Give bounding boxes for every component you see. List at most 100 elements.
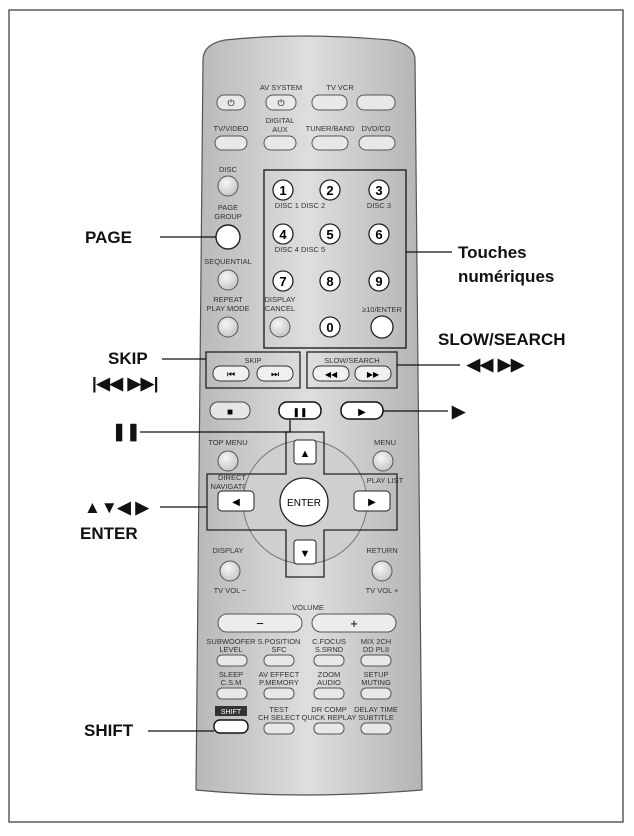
av-system-label: AV SYSTEM — [260, 83, 302, 92]
s-srnd-label: S.SRND — [315, 645, 344, 654]
muting-label: MUTING — [361, 678, 391, 687]
setup-label: SETUP — [363, 670, 388, 679]
dr-comp-label: DR COMP — [311, 705, 346, 714]
zoom-button[interactable] — [313, 687, 345, 700]
tv-power-button[interactable] — [311, 94, 348, 111]
display-cancel-button[interactable] — [269, 316, 291, 338]
digital-aux-button[interactable] — [263, 135, 297, 151]
disc-label: DISC — [219, 165, 238, 174]
callouts-group: PAGE Touches numériques SKIP |◀◀ ▶▶| SLO… — [80, 228, 566, 740]
power-icon: ⏻ — [227, 98, 234, 108]
shift-tag-text: SHIFT — [221, 709, 242, 716]
quick-replay-label: QUICK REPLAY — [302, 713, 357, 722]
power-button[interactable] — [216, 94, 246, 111]
num-7-text: 7 — [279, 274, 286, 289]
callout-enter-label: ENTER — [80, 524, 138, 543]
callout-arrows-label: ▲▼◀ ▶ — [84, 498, 149, 517]
enter10-button[interactable] — [370, 315, 394, 339]
disc4-disc5-label: DISC 4 DISC 5 — [275, 245, 325, 254]
setup-button[interactable] — [360, 687, 392, 700]
skip-label: SKIP — [244, 356, 261, 365]
display-button[interactable] — [219, 560, 241, 582]
fast-forward-icon: ▶▶ — [367, 370, 380, 379]
pause-button[interactable] — [278, 401, 322, 420]
shift-tag — [215, 706, 247, 716]
num-4-button[interactable] — [272, 223, 294, 245]
s-position-button[interactable] — [263, 654, 295, 667]
aux-label: AUX — [272, 125, 287, 134]
audio-label: AUDIO — [317, 678, 341, 687]
num-5-button[interactable] — [319, 223, 341, 245]
num-2-button[interactable] — [319, 179, 341, 201]
num-8-button[interactable] — [319, 270, 341, 292]
disc-button[interactable] — [217, 175, 239, 197]
subtitle-label: SUBTITLE — [358, 713, 394, 722]
volume-down-button[interactable] — [217, 613, 303, 633]
shift-button[interactable] — [213, 719, 249, 734]
volume-minus-text: − — [256, 616, 264, 631]
c-focus-button[interactable] — [313, 654, 345, 667]
callout-play-label: ▶ — [451, 402, 466, 421]
c-focus-label: C.FOCUS — [312, 637, 346, 646]
repeat-button[interactable] — [217, 316, 239, 338]
rewind-button[interactable] — [312, 365, 350, 382]
stop-icon: ■ — [227, 407, 233, 418]
num-6-button[interactable] — [368, 223, 390, 245]
right-button[interactable] — [353, 490, 391, 512]
av-effect-button[interactable] — [263, 687, 295, 700]
menu-button[interactable] — [372, 450, 394, 472]
sequential-button[interactable] — [217, 269, 239, 291]
navigation-group: TOP MENU DIRECT NAVIGATOR MENU PLAY LIST… — [206, 431, 404, 595]
delay-time-button[interactable] — [360, 722, 392, 735]
up-button[interactable] — [293, 439, 317, 465]
vcr-button[interactable] — [356, 94, 396, 111]
num-1-button[interactable] — [272, 179, 294, 201]
tuner-band-button[interactable] — [311, 135, 349, 151]
callout-page-label: PAGE — [85, 228, 132, 247]
return-button[interactable] — [371, 560, 393, 582]
direct-label: DIRECT — [218, 473, 246, 482]
skip-prev-button[interactable] — [212, 365, 250, 382]
tv-video-label: TV/VIDEO — [213, 124, 248, 133]
stop-button[interactable] — [209, 401, 251, 420]
display-label-2: DISPLAY — [212, 546, 243, 555]
subwoofer-button[interactable] — [216, 654, 248, 667]
play-icon: ▶ — [358, 407, 366, 418]
num-5-text: 5 — [326, 227, 333, 242]
mix-2ch-button[interactable] — [360, 654, 392, 667]
return-label: RETURN — [366, 546, 397, 555]
down-button[interactable] — [293, 539, 317, 565]
fast-forward-button[interactable] — [354, 365, 392, 382]
dr-comp-button[interactable] — [313, 722, 345, 735]
num-3-button[interactable] — [368, 179, 390, 201]
skip-next-button[interactable] — [256, 365, 294, 382]
num-0-button[interactable] — [319, 316, 341, 338]
tv-video-button[interactable] — [214, 135, 248, 151]
dvd-cd-button[interactable] — [358, 135, 396, 151]
transport-group: SKIP ⏮ ⏭ SLOW/SEARCH ◀◀ ▶▶ ■ ❚❚ ▶ — [205, 351, 398, 420]
left-icon: ◀ — [232, 497, 240, 508]
num-9-button[interactable] — [368, 270, 390, 292]
subwoofer-label: SUBWOOFER — [206, 637, 256, 646]
test-button[interactable] — [263, 722, 295, 735]
volume-up-button[interactable] — [311, 613, 397, 633]
num-1-text: 1 — [279, 183, 286, 198]
av-system-power-button[interactable] — [265, 94, 297, 111]
page-group-button[interactable] — [215, 224, 241, 250]
left-button[interactable] — [217, 490, 255, 512]
volume-group: VOLUME − + — [217, 603, 397, 633]
test-label: TEST — [269, 705, 289, 714]
sequential-label: SEQUENTIAL — [204, 257, 252, 266]
sleep-button[interactable] — [216, 687, 248, 700]
menu-label: MENU — [374, 438, 396, 447]
skip-next-icon: ⏭ — [271, 369, 279, 379]
top-menu-button[interactable] — [217, 450, 239, 472]
num-7-button[interactable] — [272, 270, 294, 292]
navigator-label: NAVIGATOR — [211, 482, 255, 491]
enter-button[interactable] — [279, 477, 329, 527]
tv-vol-plus-label: TV VOL + — [366, 586, 399, 595]
num-0-text: 0 — [326, 320, 333, 335]
s-position-label: S.POSITION — [258, 637, 301, 646]
